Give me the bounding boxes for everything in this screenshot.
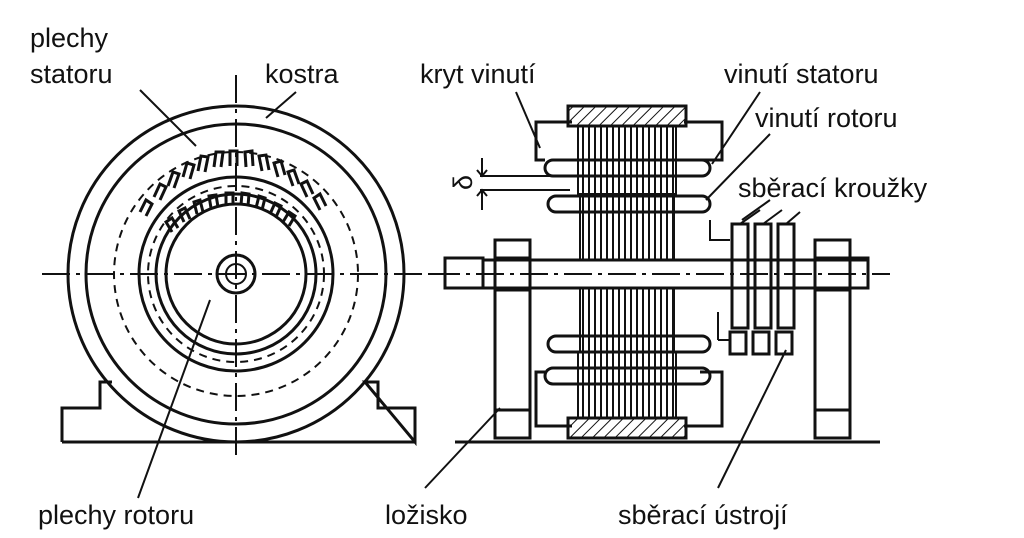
stator-winding-bottom [543, 366, 712, 386]
label-kostra: kostra [265, 59, 340, 89]
rotor-winding-top [546, 194, 712, 214]
label-sberaci-krouzky: sběrací kroužky [738, 173, 928, 203]
label-plechy-statoru-2: statoru [30, 59, 113, 89]
winding-cover-right [684, 120, 724, 428]
rotor-lead [709, 220, 730, 241]
bearing-right [813, 238, 852, 440]
machine-base [60, 380, 417, 447]
slip-rings [730, 209, 801, 330]
side-view: δ [432, 104, 890, 444]
label-vinuti-statoru: vinutí statoru [724, 59, 879, 89]
air-gap-delta: δ [448, 175, 478, 190]
stator-slots [138, 149, 328, 217]
leader-lines [137, 89, 787, 499]
label-lozisko: ložisko [385, 500, 468, 530]
label-sberaci-ustroji: sběrací ústrojí [618, 500, 788, 530]
rotor-winding-bottom [546, 334, 712, 354]
label-plechy-statoru-1: plechy [30, 23, 109, 53]
stator-winding-top [543, 158, 712, 178]
label-kryt-vinuti: kryt vinutí [420, 59, 536, 89]
rotor-laminations-bottom [579, 287, 675, 353]
front-view [42, 75, 432, 458]
label-vinuti-rotoru: vinutí rotoru [755, 103, 898, 133]
stator-yoke-bottom [566, 416, 688, 440]
rotor-slots [163, 191, 298, 233]
stator-yoke-top [566, 104, 688, 128]
bearing-left [493, 238, 532, 440]
label-plechy-rotoru: plechy rotoru [38, 500, 194, 530]
rotor-laminations-top [579, 193, 675, 261]
air-gap-marker: δ [448, 158, 570, 210]
